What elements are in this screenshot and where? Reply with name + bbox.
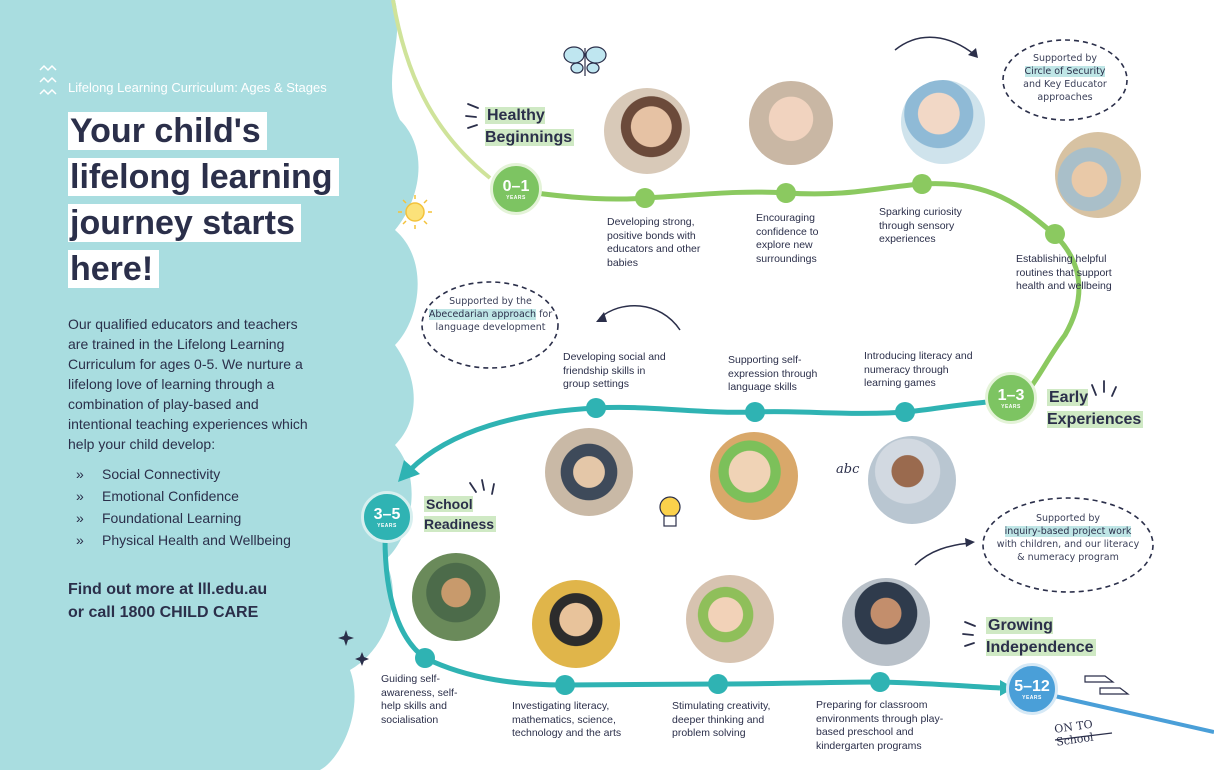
- milestone-social-skills: Developing social and friendship skills …: [563, 351, 666, 390]
- photo-classroom: [842, 578, 930, 666]
- page-title: Your child's lifelong learning journey s…: [68, 108, 368, 292]
- photo-toddlers: [1055, 132, 1141, 218]
- milestone-self-expression: Supporting self-expression through langu…: [728, 354, 818, 393]
- intro-text: Our qualified educators and teachers are…: [68, 316, 308, 452]
- development-list: »Social Connectivity »Emotional Confiden…: [76, 463, 291, 551]
- milestone-classroom: Preparing for classroom environments thr…: [816, 699, 944, 752]
- photo-creative-kids: [686, 575, 774, 663]
- list-item: »Foundational Learning: [76, 510, 242, 526]
- milestone-stem-arts: Investigating literacy, mathematics, sci…: [512, 700, 622, 739]
- butterfly-icon: [563, 46, 607, 76]
- photo-group-play: [545, 428, 633, 516]
- list-item: »Social Connectivity: [76, 466, 221, 482]
- sun-icon: [398, 195, 432, 229]
- shoes-icon: [1084, 675, 1130, 695]
- photo-baby-1: [604, 88, 690, 174]
- lightbulb-icon: [659, 496, 681, 527]
- photo-outdoor-kids: [412, 553, 500, 641]
- milestone-literacy-games: Introducing literacy and numeracy throug…: [864, 350, 973, 389]
- photo-science-kids: [532, 580, 620, 668]
- call-to-action[interactable]: Find out more at lll.edu.au or call 1800…: [68, 581, 268, 621]
- photo-baby-2: [749, 81, 833, 165]
- milestone-routines: Establishing helpful routines that suppo…: [1016, 253, 1112, 292]
- milestone-creativity: Stimulating creativity, deeper thinking …: [672, 700, 771, 739]
- milestone-curiosity: Sparking curiosity through sensory exper…: [879, 206, 962, 245]
- stage-title-healthy-beginnings: Healthy Beginnings: [485, 107, 575, 146]
- list-item: »Physical Health and Wellbeing: [76, 532, 291, 548]
- stage-title-growing-independence: Growing Independence: [986, 617, 1096, 656]
- photo-baby-3: [901, 80, 985, 164]
- photo-phone-boy: [710, 432, 798, 520]
- stage-title-early-experiences: Early Experiences: [1047, 389, 1144, 428]
- abc-doodle: abc: [836, 462, 860, 477]
- milestone-self-awareness: Guiding self-awareness, self-help skills…: [381, 673, 458, 726]
- photo-educator-reading: [868, 436, 956, 524]
- kicker-text: Lifelong Learning Curriculum: Ages & Sta…: [68, 80, 327, 95]
- milestone-bonds: Developing strong, positive bonds with e…: [607, 216, 701, 269]
- list-item: »Emotional Confidence: [76, 488, 239, 504]
- sparkle-icon: [338, 630, 369, 666]
- stage-title-school-readiness: School Readiness: [424, 496, 497, 532]
- milestone-confidence: Encouraging confidence to explore new su…: [756, 212, 819, 265]
